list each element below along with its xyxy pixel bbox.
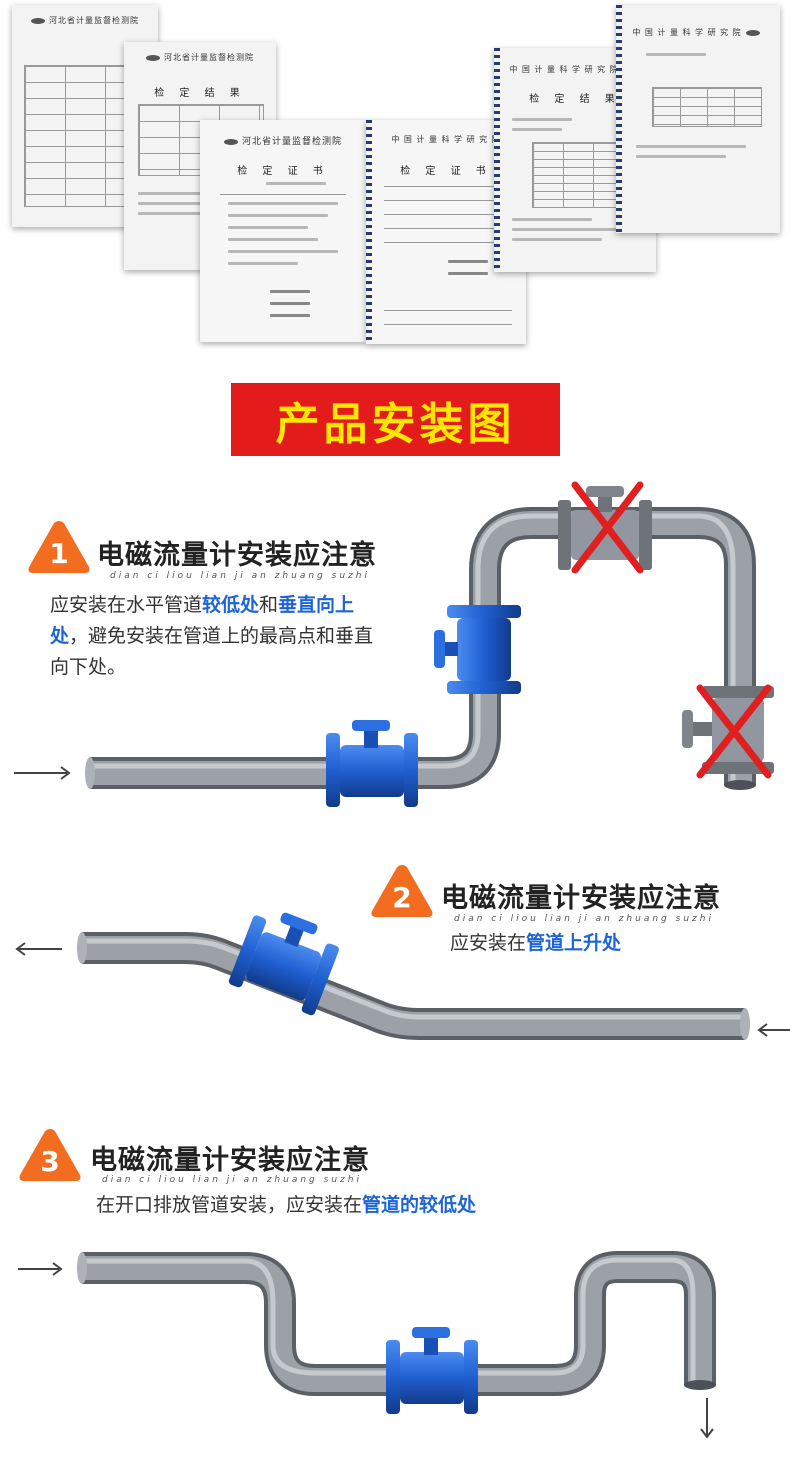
step-number: 1	[49, 537, 69, 570]
installation-diagram-1	[14, 481, 774, 807]
section-pinyin: dian ci liou lian ji an zhuang suzhi	[102, 1175, 362, 1185]
certificate-collage: 河北省计量监督检测院 河北省计量监督检测院 检 定 结 果 河北省计量监督检测院…	[0, 0, 790, 360]
institute-name: 河北省计量监督检测院	[164, 53, 254, 62]
institute-logo-icon	[745, 29, 760, 36]
institute-name: 中 国 计 量 科 学 研 究 院	[509, 65, 619, 74]
step-number: 3	[40, 1145, 60, 1178]
flow-meter	[228, 912, 339, 1016]
right-arrow-icon	[18, 1262, 63, 1276]
certificate-title: 检 定 证 书	[400, 166, 492, 177]
flow-meter	[326, 720, 418, 807]
institute-logo-icon	[146, 54, 160, 61]
installation-diagram-2	[15, 912, 790, 1040]
flow-meter	[434, 605, 521, 694]
orange-triangle-icon	[371, 865, 433, 917]
section-description: 应安装在管道上升处	[450, 932, 622, 954]
forbidden-x-icon	[696, 684, 772, 779]
left-arrow-icon	[15, 942, 62, 956]
certificate-title: 检 定 结 果	[154, 88, 246, 99]
right-arrow-icon	[14, 766, 71, 780]
section-pinyin: dian ci liou lian ji an zhuang suzhi	[110, 571, 370, 581]
certificate-title: 检 定 结 果	[529, 94, 621, 105]
installation-diagram-3	[18, 1251, 716, 1439]
institute-name: 中 国 计 量 科 学 研 究 院	[632, 28, 742, 37]
left-arrow-icon	[757, 1023, 790, 1037]
data-table	[652, 87, 762, 127]
institute-logo-icon	[31, 17, 45, 24]
section-title: 电磁流量计安装应注意	[441, 883, 721, 914]
down-arrow-icon	[700, 1398, 714, 1439]
section-description: 应安装在水平管道较低处和垂直向上处，避免安装在管道上的最高点和垂直向下处。	[50, 594, 374, 678]
certificate-page: 中 国 计 量 科 学 研 究 院	[616, 5, 780, 233]
step-badge: 1	[27, 519, 91, 575]
installation-banner: 产品安装图	[231, 383, 560, 456]
step-badge: 3	[18, 1127, 82, 1183]
step-number: 2	[392, 881, 412, 914]
certificate-title: 检 定 证 书	[237, 166, 329, 177]
data-table	[532, 142, 624, 208]
orange-triangle-icon	[19, 1129, 81, 1181]
institute-name: 河北省计量监督检测院	[49, 16, 139, 25]
section-pinyin: dian ci liou lian ji an zhuang suzhi	[454, 914, 714, 924]
step-badge: 2	[370, 863, 434, 919]
section-title: 电磁流量计安装应注意	[90, 1145, 370, 1176]
section-description: 在开口排放管道安装，应安装在管道的较低处	[96, 1194, 477, 1216]
section-title: 电磁流量计安装应注意	[97, 540, 377, 571]
institute-name: 中 国 计 量 科 学 研 究 院	[391, 135, 501, 144]
institute-logo-icon	[223, 138, 238, 145]
forbidden-x-icon	[571, 481, 644, 574]
flow-meter	[386, 1327, 478, 1414]
orange-triangle-icon	[28, 521, 90, 573]
certificate-page: 河北省计量监督检测院 检 定 证 书	[200, 120, 366, 342]
institute-name: 河北省计量监督检测院	[241, 137, 342, 147]
banner-title: 产品安装图	[275, 398, 516, 450]
